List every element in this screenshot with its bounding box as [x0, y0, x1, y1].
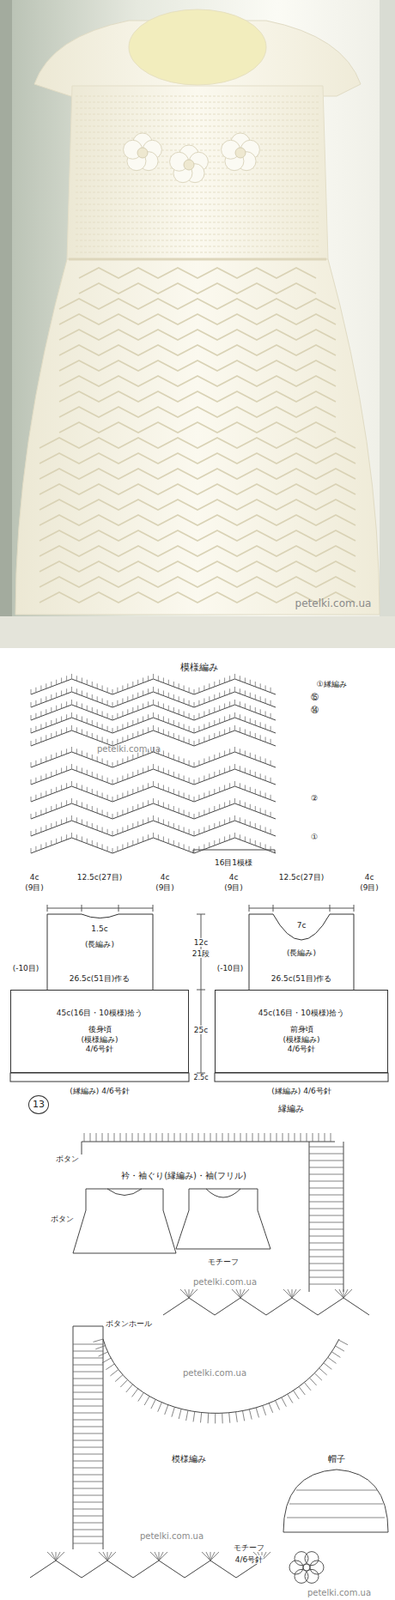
chart-label: 縁編み	[277, 1104, 305, 1115]
watermark: petelki.com.ua	[182, 1368, 248, 1380]
watermark: petelki.com.ua	[139, 1531, 205, 1543]
watermark: petelki.com.ua	[96, 744, 162, 755]
chart-label: (9目)	[358, 883, 380, 893]
chart-label: 12.5c(27目)	[76, 873, 123, 882]
schematic	[10, 905, 389, 1082]
chart-label: モチーフ	[206, 1257, 240, 1267]
chart-label: 4c	[228, 873, 240, 882]
chart-label: モチーフ	[232, 1543, 266, 1553]
chart-label: (-10目)	[216, 964, 245, 973]
stitch-chart	[30, 674, 276, 854]
garment-piece: 45c(16目・10模様)拾う前身頃(模様編み)4/6号針	[214, 990, 389, 1074]
chart-label: 模様編み	[179, 662, 219, 675]
chart-label: 12.5c(27目)	[278, 873, 325, 882]
chart-label: (長編み)	[84, 940, 116, 949]
dress-photo	[0, 0, 395, 649]
chart-label: ①縁編み	[315, 680, 347, 689]
garment-piece: 45c(16目・10模様)拾う後身頃(模様編み)4/6号針	[10, 990, 189, 1074]
chart-label: 1.5c	[90, 924, 109, 934]
chart-label: (縁編み) 4/6号針	[68, 1087, 130, 1096]
dimension: 45c(16目・10模様)拾う	[258, 1008, 345, 1019]
chart-label: 21段	[191, 949, 211, 959]
chart-label: 模様編み	[170, 1454, 207, 1465]
watermark: petelki.com.ua	[294, 598, 373, 611]
chart-label: (9目)	[154, 883, 176, 893]
chart-label: 16目1模様	[213, 858, 254, 868]
chart-label: 4c	[29, 873, 41, 882]
chart-label: 7c	[296, 921, 308, 930]
chart-label: (長編み)	[285, 948, 317, 958]
chart-label: 2.5c	[192, 1074, 209, 1082]
piece-label: 前身頃	[290, 1025, 314, 1035]
watermark: petelki.com.ua	[306, 1588, 372, 1599]
chart-label: ボタン	[54, 1154, 80, 1164]
chart-label: 4/6号針	[234, 1555, 264, 1565]
chart-label: ボタンホール	[104, 1319, 153, 1329]
chart-label: (9目)	[24, 883, 45, 893]
chart-label: ボタン	[49, 1215, 75, 1224]
chart-label: 帽子	[327, 1454, 347, 1465]
figure-number: 13	[32, 1099, 45, 1112]
piece-label: 4/6号針	[85, 1045, 114, 1055]
chart-label: 衿・袖ぐり(縁編み)・袖(フリル)	[120, 1171, 248, 1182]
chart-label: (-10目)	[12, 964, 41, 973]
chart-label: 25c	[193, 1026, 209, 1035]
chart-label: 26.5c(51目)作る	[270, 974, 333, 984]
chart-label: 4c	[364, 873, 376, 882]
piece-label: 後身頃	[88, 1025, 112, 1035]
edging-chart	[30, 1133, 389, 1584]
chart-label: 4c	[159, 873, 171, 882]
number-circle: 13	[28, 1095, 49, 1115]
chart-label: ②	[309, 794, 319, 803]
piece-label: 4/6号針	[287, 1045, 316, 1055]
watermark: petelki.com.ua	[192, 1277, 258, 1289]
chart-label: ①	[309, 832, 319, 842]
piece-label: (模様編み)	[282, 1035, 320, 1046]
piece-label: (模様編み)	[80, 1035, 118, 1046]
chart-label: ⑭	[309, 705, 320, 715]
chart-label: ⑮	[309, 692, 320, 702]
chart-label: (縁編み) 4/6号針	[270, 1087, 332, 1096]
chart-label: (9目)	[223, 883, 244, 893]
chart-label: 26.5c(51目)作る	[68, 974, 131, 984]
chart-label: 12c	[193, 938, 209, 948]
dimension: 45c(16目・10模様)拾う	[56, 1008, 143, 1019]
